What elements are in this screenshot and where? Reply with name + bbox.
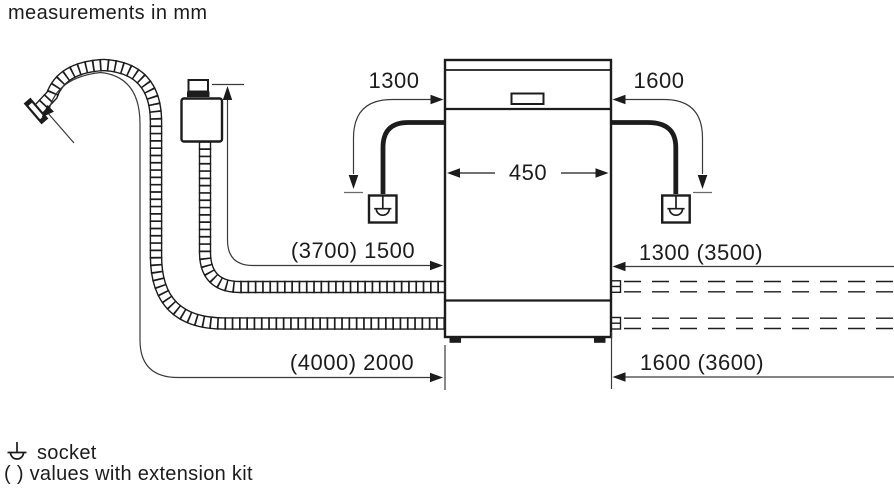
dimension-right-bottom — [610, 332, 894, 389]
dimension-drain-hose — [41, 71, 446, 390]
socket-box-left — [367, 194, 398, 224]
dim-label-right-top: 1300 (3500) — [638, 240, 764, 265]
dishwasher-foot-left — [449, 337, 461, 343]
dim-label-cord-left: 1300 — [368, 68, 420, 93]
dim-label-width: 450 — [508, 160, 548, 185]
dimension-right-top — [612, 261, 894, 272]
power-cord-right — [611, 120, 679, 194]
legend-socket: socket — [4, 441, 97, 465]
dishwasher — [443, 58, 613, 343]
dishwasher-display — [510, 92, 545, 105]
dim-label-right-bottom: 1600 (3600) — [639, 350, 765, 375]
supply-hose — [198, 141, 445, 294]
legend-socket-icon — [7, 442, 27, 460]
dim-label-cord-right: 1600 — [633, 68, 685, 93]
hose-continuation-dashed-lines — [624, 280, 894, 330]
dim-label-supply-hose: (3700) 1500 — [290, 238, 416, 263]
dishwasher-foot-right — [594, 337, 606, 343]
drain-hose-end-cap — [23, 97, 49, 125]
socket-icon — [667, 196, 685, 217]
socket-box-right — [661, 194, 691, 224]
dimension-cord-left — [344, 94, 444, 194]
socket-icon — [374, 196, 392, 217]
legend-socket-label: socket — [37, 442, 97, 464]
hose-stubs-right — [610, 280, 622, 330]
legend-extension-note: ( ) values with extension kit — [4, 463, 253, 485]
diagram-title: measurements in mm — [8, 2, 208, 24]
dimension-cord-right — [612, 94, 712, 194]
dimension-supply-hose — [212, 83, 443, 271]
power-cord-left — [380, 120, 445, 194]
drain-hose — [23, 58, 445, 330]
dim-label-drain-hose: (4000) 2000 — [289, 350, 415, 375]
aquastop-valve — [180, 79, 224, 143]
tap-connector-icon — [187, 79, 209, 93]
dimension-width — [447, 168, 609, 178]
